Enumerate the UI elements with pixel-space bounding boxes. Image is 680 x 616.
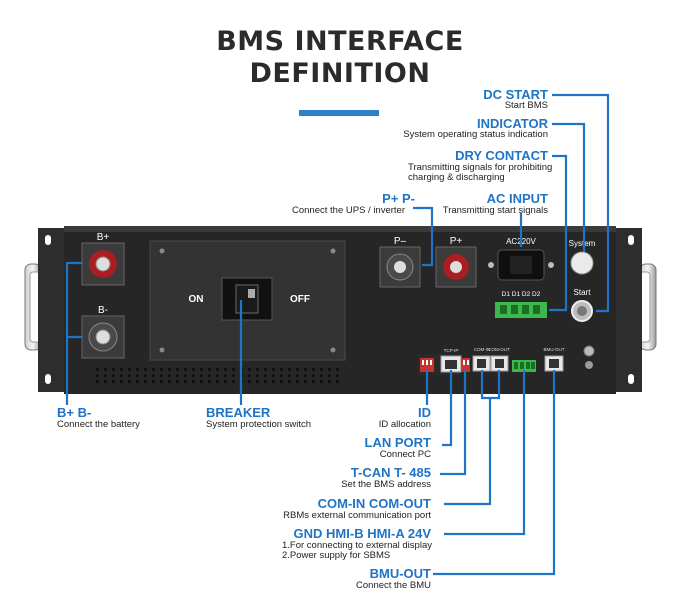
start-label: Start [574, 288, 592, 297]
com-out-label: COM-OUT [488, 347, 510, 352]
callout-tcan-desc: Set the BMS address [341, 479, 431, 490]
callout-gnd-desc1: 1.For connecting to external display [282, 540, 432, 551]
page-title-line2: DEFINITION [249, 58, 431, 89]
callout-dry-contact-title: DRY CONTACT [455, 148, 548, 163]
dry-contact-pins-label: D1 D1 D2 D2 [502, 291, 541, 298]
callout-p-desc: Connect the UPS / inverter [292, 205, 405, 216]
callout-gnd-desc2: 2.Power supply for SBMS [282, 550, 391, 561]
callout-indicator-title: INDICATOR [476, 116, 548, 131]
p-minus-terminal [379, 246, 421, 288]
id-dip-switch [420, 358, 434, 372]
callout-lan-title: LAN PORT [364, 435, 431, 450]
page-title: BMS INTERFACE [216, 26, 464, 57]
callout-ac-input-desc: Transmitting start signals [442, 205, 548, 216]
p-plus-label: P+ [450, 236, 463, 247]
callout-b-desc: Connect the battery [57, 419, 140, 430]
callout-dry-contact-desc1: Transmitting signals for prohibiting [408, 162, 553, 173]
callout-lan-desc: Connect PC [379, 449, 431, 460]
bminus-terminal [81, 315, 125, 359]
dry-contact-connector [495, 302, 547, 318]
callout-breaker-title: BREAKER [206, 405, 271, 420]
switch-off-label: OFF [290, 294, 310, 305]
breaker-box [149, 240, 346, 361]
p-minus-label: P– [394, 236, 407, 247]
callout-id-title: ID [418, 405, 431, 420]
callout-p-title: P+ P- [382, 191, 415, 206]
ground-screw [583, 345, 595, 357]
bplus-terminal [81, 242, 125, 286]
callout-dc-start-desc: Start BMS [504, 100, 548, 111]
tcp-ip-label: TCP-IP [444, 348, 459, 353]
callout-gnd-title: GND HMI-B HMI-A 24V [293, 526, 431, 541]
indicator-light [570, 251, 594, 275]
callout-indicator-desc: System operating status indication [403, 129, 548, 140]
bplus-terminal-label: B+ [97, 232, 110, 243]
bmu-out-port-label: BMU-OUT [544, 347, 565, 352]
callout-id-desc: ID allocation [378, 419, 431, 430]
callout-bmu-desc: Connect the BMU [356, 580, 431, 591]
callout-breaker-desc: System protection switch [206, 419, 312, 430]
hmi-connector [512, 360, 536, 372]
system-label: System [569, 239, 596, 248]
com-in-label: COM-IN [474, 347, 491, 352]
callout-com-title: COM-IN COM-OUT [317, 496, 431, 511]
callout-b-title: B+ B- [57, 405, 92, 420]
switch-on-label: ON [189, 294, 204, 305]
callout-com-desc: RBMs external communication port [283, 510, 431, 521]
callout-lines [65, 93, 610, 576]
callout-dry-contact-desc2: charging & discharging [408, 172, 505, 183]
callout-bmu-title: BMU-OUT [369, 566, 431, 581]
bminus-terminal-label: B- [98, 305, 108, 316]
tcan-dip-switch [462, 358, 470, 372]
title-underline [299, 110, 379, 116]
callout-dc-start-title: DC START [483, 87, 548, 102]
p-plus-terminal [435, 246, 477, 288]
ac-socket [488, 249, 554, 281]
callout-tcan-title: T-CAN T- 485 [350, 465, 431, 480]
callout-ac-input-title: AC INPUT [486, 191, 548, 206]
